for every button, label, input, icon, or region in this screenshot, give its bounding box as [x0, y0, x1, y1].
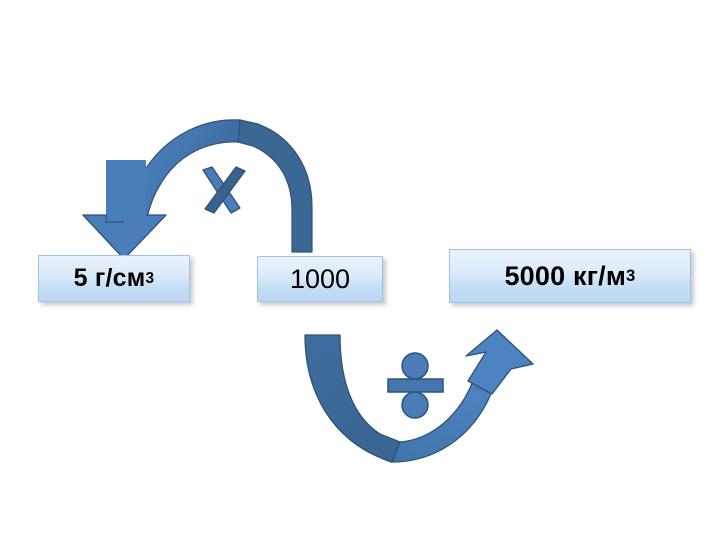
value-box-conversion-factor-text: 1000 [289, 263, 351, 294]
value-box-density-si-text: 5000 кг/м [504, 260, 627, 291]
multiplication-x-icon [202, 166, 246, 214]
division-obelus-icon [387, 352, 444, 419]
divide-arrow [304, 329, 534, 463]
value-box-conversion-factor[interactable]: 1000 [257, 256, 383, 302]
multiply-arrow [82, 119, 313, 260]
value-box-density-cgs-text: 5 г/см [73, 264, 146, 292]
